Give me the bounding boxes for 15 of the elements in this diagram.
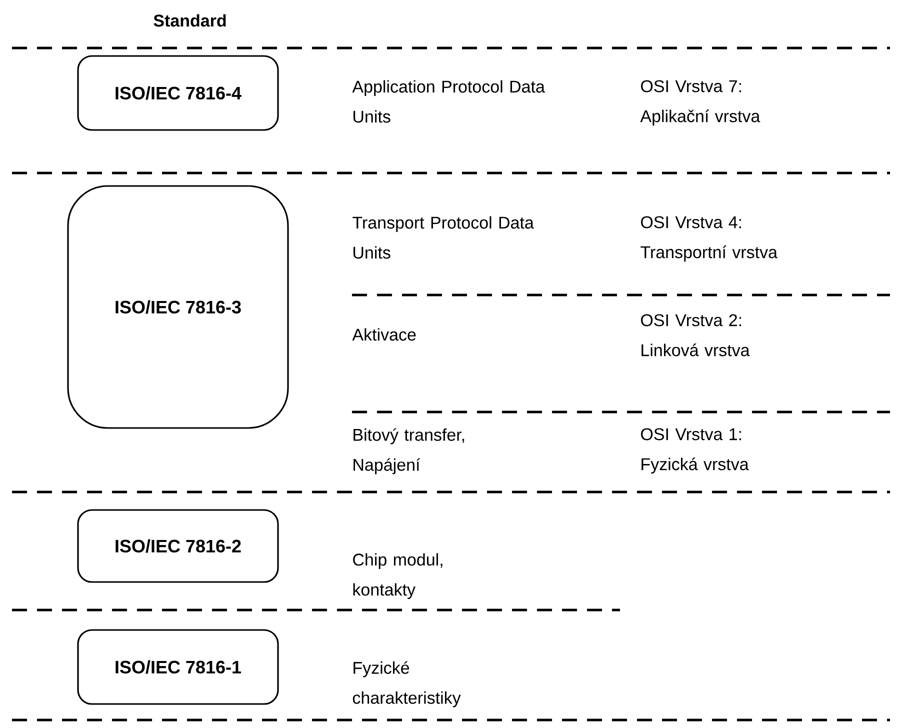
- standard-box: ISO/IEC 7816-1: [77, 629, 279, 705]
- layer-label: OSI Vrstva 7: Aplikační vrstva: [640, 80, 760, 126]
- layer-label: OSI Vrstva 4: Transportní vrstva: [640, 216, 778, 262]
- layer-label: OSI Vrstva 2: Linková vrstva: [641, 314, 750, 356]
- layer-label: OSI Vrstva 1: Fyzická vrstva: [641, 428, 749, 474]
- layer-label: Bitový transfer, Napájení: [354, 428, 464, 474]
- standard-box: ISO/IEC 7816-3: [67, 185, 289, 429]
- layer-label: Fyzické charakteristiky: [352, 661, 461, 708]
- standard-box: ISO/IEC 7816-4: [77, 55, 279, 131]
- layer-label: Transport Protocol Data Units: [352, 216, 534, 259]
- layer-label: Aktivace: [352, 328, 416, 341]
- column-heading: Standard: [154, 14, 226, 27]
- layer-label: Application Protocol Data Units: [352, 80, 545, 123]
- layer-label: Chip modul, kontakty: [353, 553, 442, 600]
- standard-box: ISO/IEC 7816-2: [77, 509, 279, 583]
